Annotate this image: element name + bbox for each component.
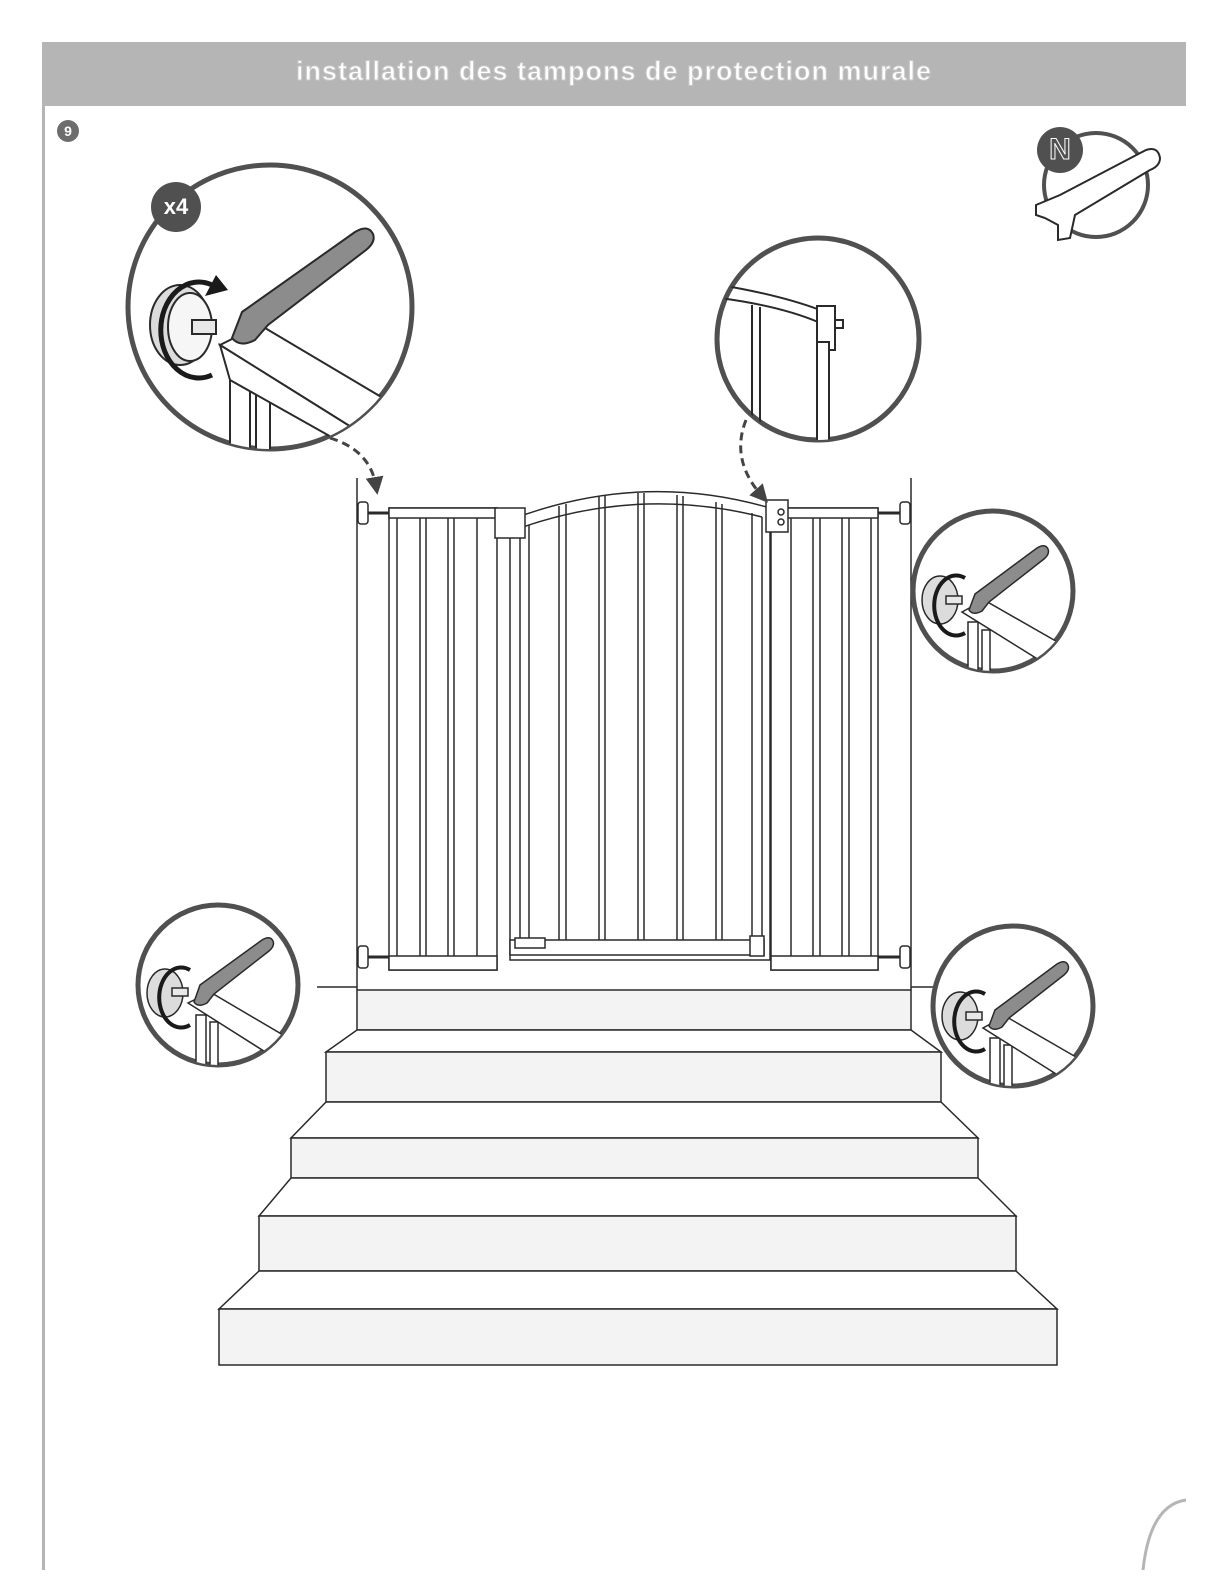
detail-circle-top-right [717,238,919,442]
part-letter-badge: N [1037,127,1083,173]
safety-gate [358,492,910,970]
detail-circle-upper-right [913,511,1075,682]
detail-circle-lower-left [138,905,300,1075]
detail-circle-lower-right [933,926,1095,1098]
staircase [219,987,1057,1365]
quantity-badge: x4 [151,182,201,232]
page-corner-curl [1143,1500,1186,1570]
